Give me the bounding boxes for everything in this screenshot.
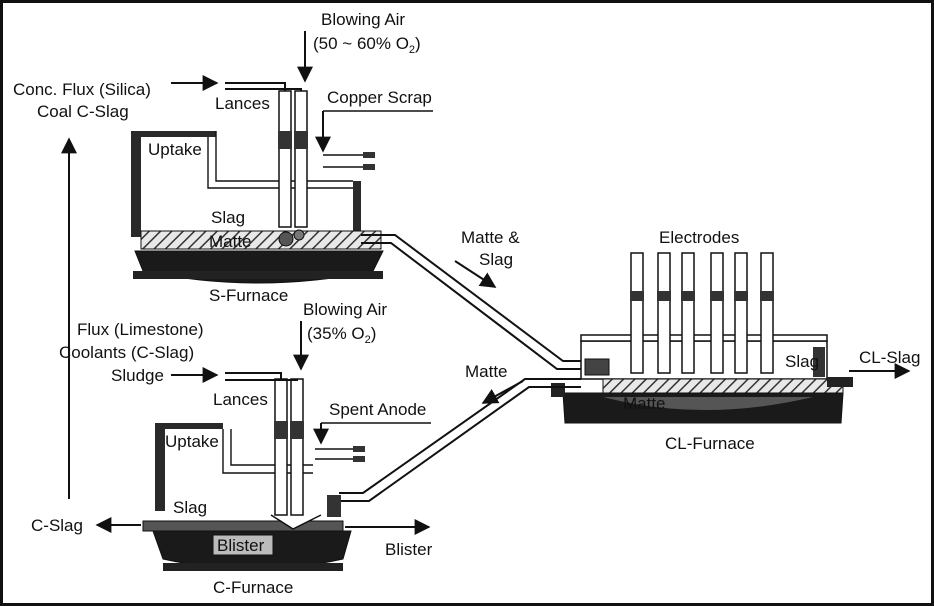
c-flux-label-2: Coolants (C-Slag) <box>59 343 194 362</box>
cl-furnace-body <box>580 340 828 380</box>
c-furnace-name: C-Furnace <box>213 578 293 597</box>
c-flux-label-3: Sludge <box>111 366 164 385</box>
spent-anode-label: Spent Anode <box>329 400 426 419</box>
c-blister-layer <box>212 534 274 556</box>
electrode-3 <box>681 252 695 374</box>
copper-scrap-label: Copper Scrap <box>327 88 432 107</box>
matte-transfer-label: Matte <box>465 362 508 381</box>
s-matte-label: Matte <box>209 232 252 251</box>
s-uptake-label: Uptake <box>148 140 202 159</box>
electrode-4 <box>710 252 724 374</box>
matte-slag-arrow <box>454 260 497 288</box>
electrodes-label: Electrodes <box>659 228 739 247</box>
cl-slag-out-label: CL-Slag <box>859 348 920 367</box>
cl-slag-label: Slag <box>785 352 819 371</box>
c-uptake-label: Uptake <box>165 432 219 451</box>
s-furnace <box>131 31 591 370</box>
c-blowing-air-label: Blowing Air <box>303 300 387 319</box>
c-flux-label-1: Flux (Limestone) <box>77 320 204 339</box>
process-diagram: Blowing Air (50 ~ 60% O2) Conc. Flux (Si… <box>13 10 920 597</box>
c-lance-2 <box>290 378 304 516</box>
s-lance-2 <box>294 90 308 228</box>
c-slag-label: Slag <box>173 498 207 517</box>
s-matte-layer <box>140 230 382 250</box>
c-oxygen-label: (35% O2) <box>307 324 376 346</box>
s-furnace-right-wall <box>353 181 361 237</box>
matte-slag-launder <box>361 234 591 362</box>
cl-matte-layer <box>602 378 844 394</box>
c-slag-out-label: C-Slag <box>31 516 83 535</box>
s-furnace-left-wall <box>131 131 141 237</box>
s-oxygen-label: (50 ~ 60% O2) <box>313 34 421 56</box>
c-lance-1 <box>274 378 288 516</box>
cl-furnace-name: CL-Furnace <box>665 434 755 453</box>
c-lances-label: Lances <box>213 390 268 409</box>
s-furnace-roof-left <box>131 131 216 137</box>
s-lance-1 <box>278 90 292 228</box>
cl-matte-label: Matte <box>623 394 666 413</box>
s-slag-label: Slag <box>211 208 245 227</box>
c-furnace <box>95 321 431 571</box>
c-blister-label: Blister <box>217 536 265 555</box>
electrode-5 <box>734 252 748 374</box>
c-flux-pipe <box>225 372 282 379</box>
matte-launder <box>339 378 581 494</box>
electrodes <box>630 252 774 374</box>
cl-furnace <box>339 252 911 502</box>
c-slag-layer <box>142 520 344 532</box>
electrode-1 <box>630 252 644 374</box>
s-blowing-air-label: Blowing Air <box>321 10 405 29</box>
s-furnace-name: S-Furnace <box>209 286 288 305</box>
matte-slag-label-2: Slag <box>479 250 513 269</box>
s-flux-label-2: Coal C-Slag <box>37 102 129 121</box>
electrode-6 <box>760 252 774 374</box>
s-lances-label: Lances <box>215 94 270 113</box>
s-flux-label-1: Conc. Flux (Silica) <box>13 80 151 99</box>
c-furnace-left-wall <box>155 425 165 511</box>
matte-slag-label-1: Matte & <box>461 228 520 247</box>
electrode-2 <box>657 252 671 374</box>
blister-out-label: Blister <box>385 540 433 559</box>
